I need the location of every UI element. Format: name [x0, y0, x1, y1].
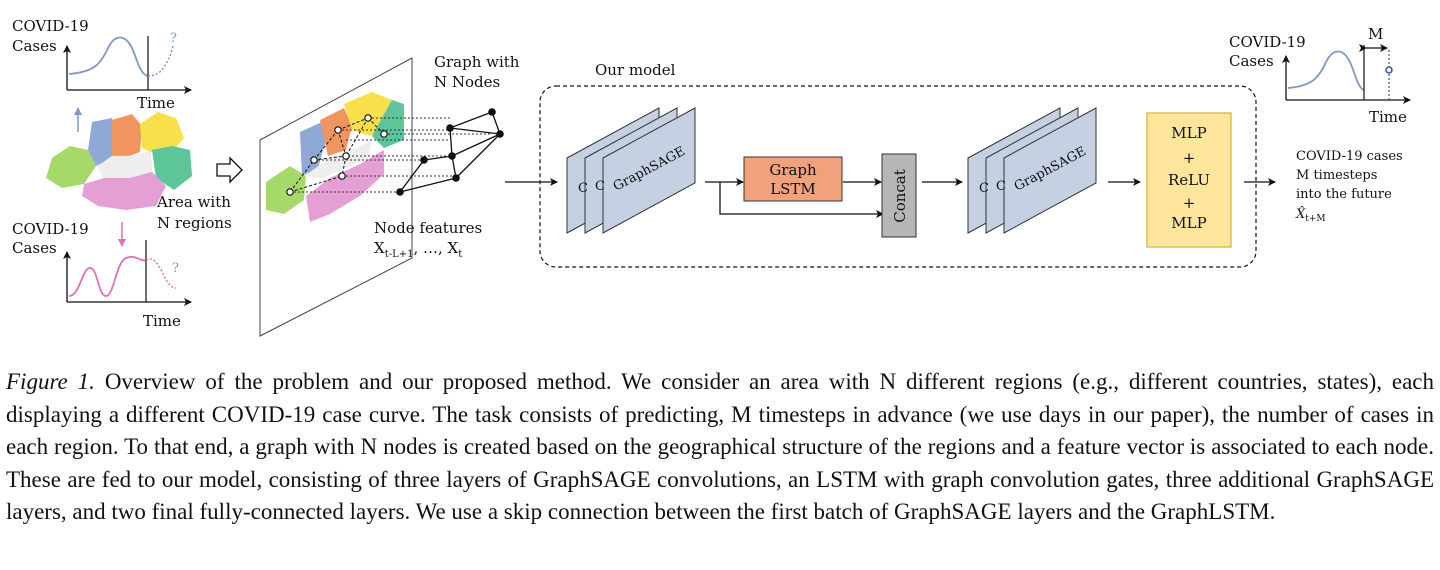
unknown-mark: ?	[170, 31, 177, 46]
case-curve	[68, 36, 149, 77]
concat-label: Concat	[891, 169, 909, 223]
node-features-label: Node features	[374, 219, 482, 237]
graphsage-stub: C	[595, 179, 605, 194]
graph-label: Graph with	[434, 53, 520, 71]
forecast-point	[1385, 66, 1393, 74]
graph-label: N Nodes	[434, 73, 500, 91]
output-line: into the future	[1296, 187, 1392, 202]
graphsage-stack-1: C C GraphSAGE	[566, 107, 696, 234]
map-graph-edges	[289, 117, 385, 193]
model-box	[539, 85, 1257, 268]
graphsage-stub: C	[979, 181, 989, 196]
caption-text: Overview of the problem and our proposed…	[6, 369, 1435, 524]
case-curve	[68, 256, 147, 297]
mlp-label: MLP	[1171, 214, 1206, 232]
graphsage-stack-2: C C GraphSAGE	[967, 107, 1097, 234]
graph-lstm-label: Graph	[769, 161, 817, 179]
map-graph-nodes	[286, 114, 388, 196]
graph-lstm-label: LSTM	[770, 180, 816, 198]
map-region	[300, 122, 326, 176]
map-label: N regions	[157, 214, 232, 232]
graphsage-layer	[1003, 107, 1097, 234]
graph-nodes	[396, 108, 504, 196]
map-label: Area with	[156, 193, 231, 211]
mlp-label: ReLU	[1168, 171, 1210, 189]
model-title: Our model	[595, 61, 676, 79]
map-region	[46, 146, 96, 188]
graphsage-stub: C	[996, 179, 1006, 194]
graphsage-stub: C	[578, 181, 588, 196]
plot-xlabel: Time	[143, 312, 181, 330]
map-region	[152, 146, 192, 190]
map-region	[82, 172, 166, 210]
output-description: COVID-19 cases M timesteps into the futu…	[1295, 149, 1403, 224]
mlp-block	[1146, 112, 1232, 248]
plot-xlabel: Time	[137, 94, 175, 112]
mlp-label: +	[1183, 194, 1196, 212]
output-line: COVID-19 cases	[1296, 149, 1403, 164]
concat-block	[881, 153, 917, 238]
plot-ylabel: COVID-19	[12, 17, 89, 35]
skip-connection	[719, 182, 884, 218]
plot-ylabel: Cases	[12, 37, 57, 55]
caption-label: Figure 1.	[6, 369, 95, 394]
map-region	[112, 114, 142, 158]
map-region	[140, 112, 184, 152]
mlp-label: +	[1183, 149, 1196, 167]
plot-ylabel: COVID-19	[12, 220, 89, 238]
map-region	[88, 118, 116, 166]
bottom-left-case-plot: COVID-19 Cases ? Time	[12, 220, 192, 330]
forecast-curve	[145, 258, 177, 289]
graphsage-layer	[602, 107, 696, 234]
graph-lstm-block	[743, 156, 843, 202]
graph-edges	[399, 111, 501, 193]
output-line: M timesteps	[1296, 168, 1377, 183]
region-map: Area with N regions	[46, 107, 232, 247]
figure-caption: Figure 1. Overview of the problem and ou…	[6, 366, 1434, 529]
forecast-curve	[147, 43, 174, 77]
projection-lines	[290, 117, 492, 193]
map-region	[372, 100, 404, 148]
right-case-plot: COVID-19 Cases M Time	[1229, 25, 1411, 126]
plot-ylabel: Cases	[12, 239, 57, 257]
output-formula: X̂t+M	[1295, 206, 1326, 224]
transform-arrow	[216, 156, 243, 184]
unknown-mark: ?	[172, 261, 179, 276]
plot-ylabel: COVID-19	[1229, 33, 1306, 51]
map-region	[266, 166, 306, 214]
m-label: M	[1368, 25, 1383, 43]
plot-xlabel: Time	[1369, 108, 1407, 126]
node-features-formula: Xt-L+1, …, Xt	[374, 239, 462, 260]
abstract-graph: Graph with N Nodes Node features Xt-L+1,…	[374, 53, 520, 260]
map-region	[306, 150, 384, 222]
top-left-case-plot: COVID-19 Cases ? Time	[12, 17, 192, 112]
figure-1: COVID-19 Cases ? Time Area with N region…	[12, 17, 1411, 337]
case-curve	[1287, 50, 1365, 91]
plot-ylabel: Cases	[1229, 52, 1274, 70]
map-region	[304, 140, 372, 178]
mlp-label: MLP	[1171, 124, 1206, 142]
graph-projection	[259, 57, 492, 337]
